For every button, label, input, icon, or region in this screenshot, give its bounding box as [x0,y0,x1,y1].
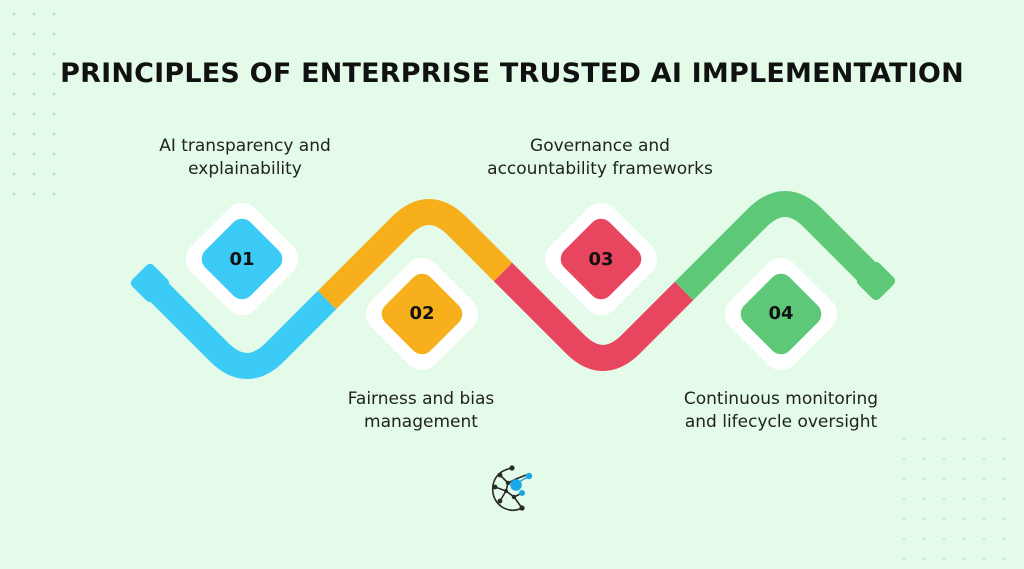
step-number-01: 01 [229,249,255,270]
step-caption-04-line1: Continuous monitoring [683,389,879,409]
decorative-dots-bottom-right [902,437,1006,561]
step-diamond-01 [201,218,283,300]
step-caption-01-line2: explainability [188,159,302,179]
step-caption-02: Fairness and bias management [301,388,541,434]
step-caption-03-line1: Governance and [530,136,670,156]
path-segment-02 [317,199,513,310]
step-number-02: 02 [409,303,435,324]
path-end-cap [856,261,896,301]
step-caption-03: Governance and accountability frameworks [460,135,740,181]
path-segment-01 [140,273,337,379]
network-brain-icon [491,465,533,512]
page-title: PRINCIPLES OF ENTERPRISE TRUSTED AI IMPL… [60,58,964,89]
path-segment-04 [674,191,886,301]
step-diamond-02 [381,273,463,355]
step-caption-02-line2: management [364,412,478,432]
step-caption-01: AI transparency and explainability [125,135,365,181]
decorative-dots-top-left [12,12,56,196]
step-diamond-04 [740,273,822,355]
step-caption-02-line1: Fairness and bias [347,389,495,409]
step-caption-04-line2: and lifecycle oversight [684,412,878,432]
step-caption-03-line2: accountability frameworks [487,159,713,179]
step-caption-04: Continuous monitoring and lifecycle over… [656,388,906,434]
step-caption-01-line1: AI transparency and [159,136,331,156]
step-number-03: 03 [588,249,614,270]
step-number-04: 04 [768,303,794,324]
path-segment-03 [493,262,694,371]
path-start-cap [130,263,170,303]
step-diamond-03 [560,218,642,300]
